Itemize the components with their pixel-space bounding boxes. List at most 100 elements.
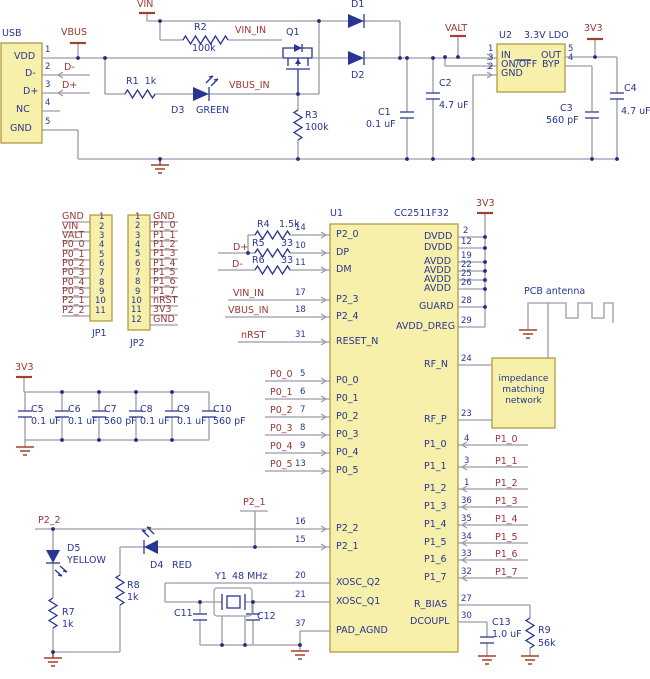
jp1-net-7: P0_3	[62, 267, 85, 278]
c3-val: 560 pF	[546, 115, 579, 126]
vin-in-net-top: VIN_IN	[235, 25, 267, 36]
ground-symbols	[16, 159, 539, 667]
diode-d1	[348, 14, 365, 28]
u1-pin-p1-7: P1_7	[424, 572, 447, 583]
c5-ref: C5	[31, 404, 44, 415]
jp1-num-5: 5	[99, 250, 105, 260]
jp1-num-8: 8	[99, 278, 105, 288]
r3-ref: R3	[305, 110, 318, 121]
p2-1-net: P2_1	[243, 497, 266, 508]
jp2-net-1: GND	[153, 211, 175, 222]
p0-3-net: P0_3	[270, 423, 293, 434]
u1-num-29: 29	[461, 316, 472, 326]
u1-num-4: 4	[464, 434, 470, 444]
usb-num-4: 4	[45, 98, 51, 108]
r6-ref: R6	[252, 255, 265, 266]
c7-val: 560 pF	[104, 416, 137, 427]
ground-r9	[521, 655, 539, 665]
resistor-r9	[524, 617, 536, 649]
u1-num-28: 28	[461, 296, 472, 306]
u1-pin-p0-3: P0_3	[336, 429, 359, 440]
u1-num-20: 20	[295, 571, 306, 581]
q1-ref: Q1	[286, 27, 300, 38]
u1-pin-p1-0: P1_0	[424, 439, 447, 450]
usb-ref: USB	[2, 28, 22, 39]
jp1-net-6: P0_2	[62, 258, 85, 269]
u1-pin-rf-p: RF_P	[424, 414, 447, 425]
u1-pin-p1-6: P1_6	[424, 554, 447, 565]
capacitor-c9	[165, 410, 179, 418]
usb-num-3: 3	[45, 80, 51, 90]
p0-0-net: P0_0	[270, 369, 293, 380]
capacitor-c10	[202, 410, 216, 418]
u1-part: CC2511F32	[394, 208, 449, 219]
ground-leds	[44, 652, 62, 667]
r5-val: 33	[281, 238, 294, 249]
r7-ref: R7	[62, 607, 75, 618]
u1-pin-p2-1: P2_1	[336, 541, 359, 552]
capacitor-c11	[193, 613, 207, 621]
capacitor-c12	[246, 613, 260, 621]
ground-pad-agnd	[291, 650, 309, 660]
capacitor-c3	[585, 111, 599, 119]
jp2-num-3: 3	[135, 231, 141, 241]
resistor-r8	[114, 574, 126, 606]
p1-7-net: P1_7	[495, 567, 518, 578]
c9-val: 0.1 uF	[177, 416, 207, 427]
p0-2-net: P0_2	[270, 405, 293, 416]
u1-num-31: 31	[295, 330, 306, 340]
mosfet-q1	[282, 44, 313, 94]
capacitor-c5	[18, 410, 32, 418]
jp1-num-3: 3	[99, 231, 105, 241]
u2-pin-out: OUT	[541, 50, 562, 61]
threev3-net-right: 3V3	[476, 198, 495, 209]
u2-name: 3.3V LDO	[524, 30, 569, 41]
c8-val: 0.1 uF	[140, 416, 170, 427]
usb-pin-vdd: VDD	[14, 51, 36, 62]
capacitor-c7	[92, 410, 106, 418]
u1-num-37: 37	[295, 619, 306, 629]
jp2-net-6: P1_4	[153, 258, 176, 269]
jp1-net-9: P0_5	[62, 286, 85, 297]
jp2-num-2: 2	[135, 221, 141, 231]
u1-num-30: 30	[461, 611, 472, 621]
u1-pin-r-bias: R_BIAS	[414, 599, 448, 610]
u2-ref: U2	[499, 30, 512, 41]
u1-num-27: 27	[461, 594, 472, 604]
p1-2-net: P1_2	[495, 478, 518, 489]
usb-num-5: 5	[45, 117, 51, 127]
u1-num-36: 36	[461, 496, 472, 506]
c7-ref: C7	[104, 404, 117, 415]
jp2-num-7: 7	[135, 268, 141, 278]
c11-ref: C11	[174, 608, 193, 619]
jp1-num-4: 4	[99, 240, 105, 250]
u1-pin-p1-4: P1_4	[424, 519, 447, 530]
u1-num-11: 11	[295, 258, 306, 268]
valt-net: VALT	[445, 23, 468, 34]
u1-pin-p2-0: P2_0	[336, 229, 359, 240]
c1-ref: C1	[378, 107, 391, 118]
d5-color: YELLOW	[67, 555, 106, 566]
c12-ref: C12	[257, 611, 276, 622]
jp2-net-7: P1_5	[153, 267, 176, 278]
diode-d2	[348, 51, 365, 65]
d4-ref: D4	[150, 560, 164, 571]
u1-pin-dcoupl: DCOUPL	[410, 616, 450, 627]
u1-pin-dvdd-a: DVDD	[424, 231, 453, 242]
u1-pin-reset: RESET_N	[336, 336, 379, 347]
u1-pin-p2-4: P2_4	[336, 311, 359, 322]
jp2-num-12: 12	[131, 315, 142, 325]
u1-num-35: 35	[461, 514, 472, 524]
resistor-r7	[47, 597, 59, 629]
pin-chevrons	[56, 53, 494, 582]
component-boxes	[0, 42, 566, 653]
d1-ref: D1	[351, 0, 365, 10]
jp1-num-10: 10	[95, 296, 106, 306]
r9-val: 56k	[538, 638, 556, 649]
jp2-num-1: 1	[135, 212, 141, 222]
d5-ref: D5	[67, 543, 81, 554]
jp2-num-6: 6	[135, 259, 141, 269]
c5-val: 0.1 uF	[31, 416, 61, 427]
capacitor-c6	[55, 410, 69, 418]
